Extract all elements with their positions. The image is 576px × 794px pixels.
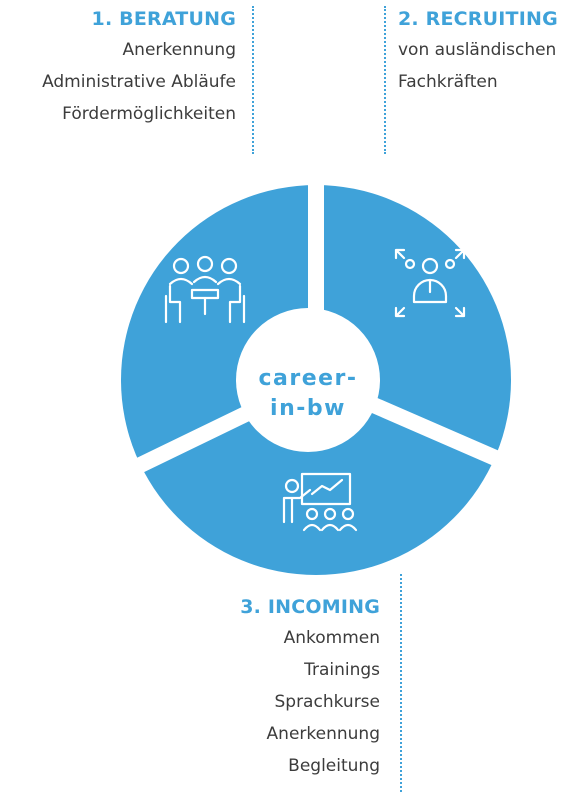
- incoming-heading: 3. INCOMING: [240, 596, 380, 618]
- network-recruit-icon: [394, 248, 466, 318]
- incoming-item: Trainings: [304, 660, 380, 680]
- recruiting-heading: 2. RECRUITING: [398, 8, 558, 30]
- beratung-heading: 1. BERATUNG: [91, 8, 236, 30]
- recruiting-item: Fachkräften: [398, 72, 498, 92]
- center-brand-label: career- in-bw: [238, 324, 378, 464]
- beratung-item: Anerkennung: [122, 40, 236, 60]
- recruiting-dotted-divider: [384, 6, 386, 154]
- incoming-dotted-divider: [400, 574, 402, 792]
- incoming-text-block: 3. INCOMING Ankommen Trainings Sprachkur…: [240, 596, 380, 788]
- beratung-text-block: 1. BERATUNG Anerkennung Administrative A…: [42, 8, 236, 136]
- beratung-dotted-divider: [252, 6, 254, 154]
- center-label-line2: in-bw: [270, 396, 346, 421]
- incoming-item: Anerkennung: [266, 724, 380, 744]
- incoming-item: Ankommen: [283, 628, 380, 648]
- presentation-training-icon: [282, 472, 358, 532]
- incoming-item: Sprachkurse: [274, 692, 380, 712]
- meeting-table-icon: [164, 255, 246, 324]
- center-label-line1: career-: [258, 366, 358, 391]
- recruiting-item: von ausländischen: [398, 40, 557, 60]
- recruiting-text-block: 2. RECRUITING von ausländischen Fachkräf…: [398, 8, 558, 104]
- beratung-item: Administrative Abläufe: [42, 72, 236, 92]
- wheel-center-disc: [236, 308, 380, 452]
- beratung-item: Fördermöglichkeiten: [62, 104, 236, 124]
- incoming-item: Begleitung: [288, 756, 380, 776]
